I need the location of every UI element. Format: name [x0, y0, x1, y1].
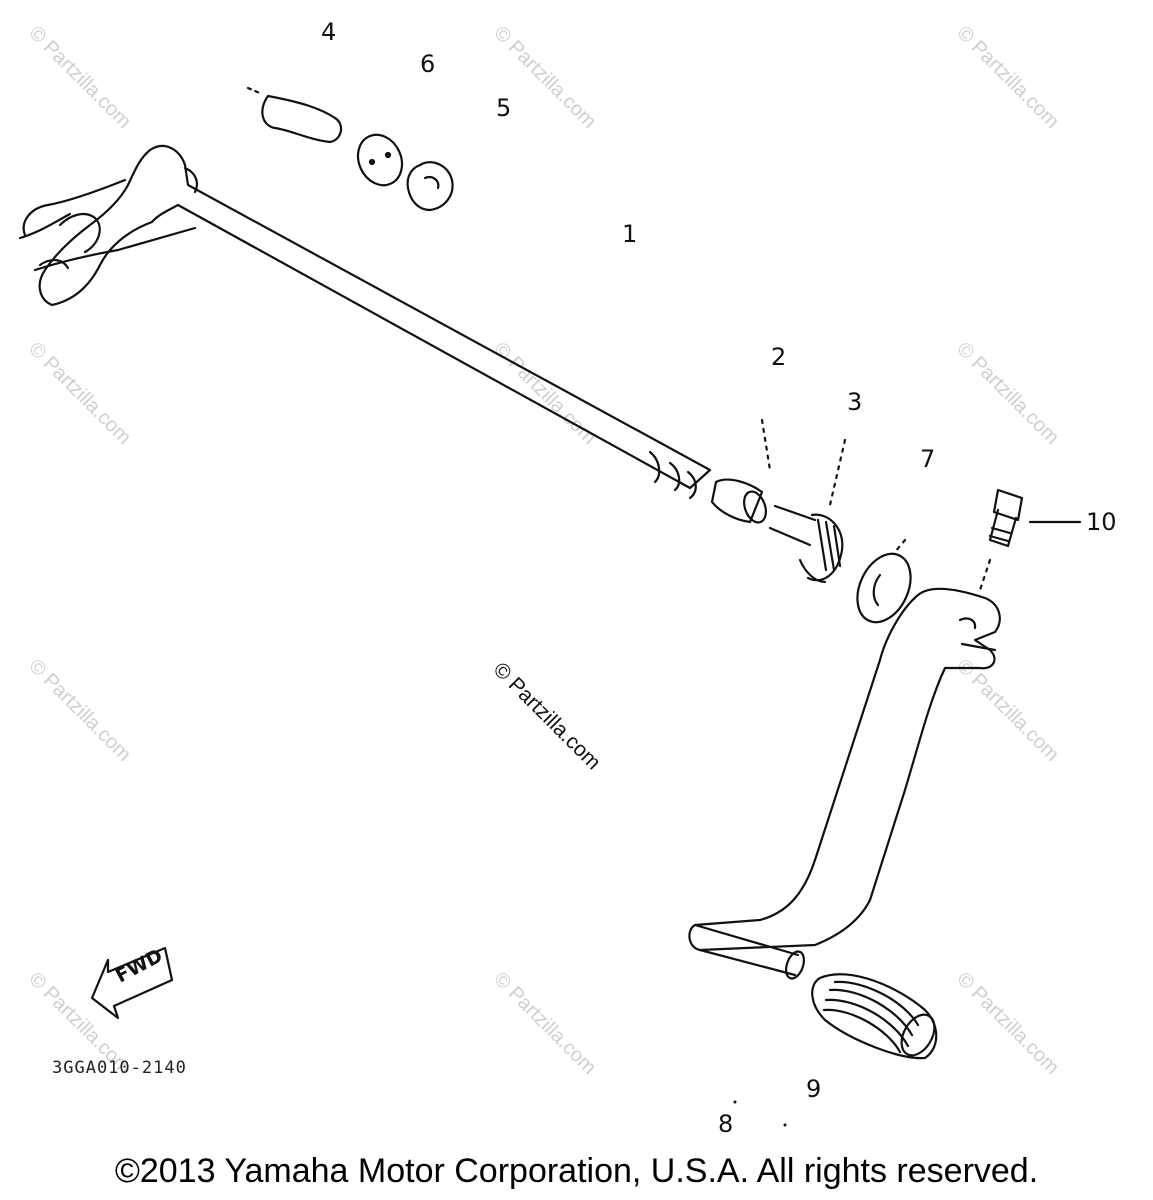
callout-6: 6	[420, 50, 436, 78]
callout-1: 1	[622, 220, 638, 248]
callout-9: 9	[806, 1075, 822, 1103]
part-9-pedal-rubber	[811, 973, 938, 1060]
part-6-washer	[356, 133, 404, 187]
callout-7: 7	[920, 445, 936, 473]
part-8-shift-pedal	[688, 587, 1001, 980]
part-5-circlip	[406, 161, 454, 212]
part-3-spring	[768, 438, 847, 584]
drawing-code: 3GGA010-2140	[52, 1058, 187, 1078]
part-4-oil-seal	[246, 86, 343, 144]
part-2-collar	[710, 418, 772, 524]
callout-4: 4	[321, 18, 337, 46]
part-10-bolt	[978, 488, 1082, 592]
part-7-washer	[856, 538, 912, 624]
callout-5: 5	[496, 94, 512, 122]
callout-2: 2	[771, 343, 787, 371]
part-1-shift-shaft	[18, 144, 712, 500]
copyright-notice: ©2013 Yamaha Motor Corporation, U.S.A. A…	[114, 1152, 1039, 1190]
fwd-arrow	[90, 946, 174, 1020]
callout-8: 8	[718, 1110, 734, 1138]
callout-10: 10	[1086, 508, 1117, 536]
callout-3: 3	[847, 388, 863, 416]
